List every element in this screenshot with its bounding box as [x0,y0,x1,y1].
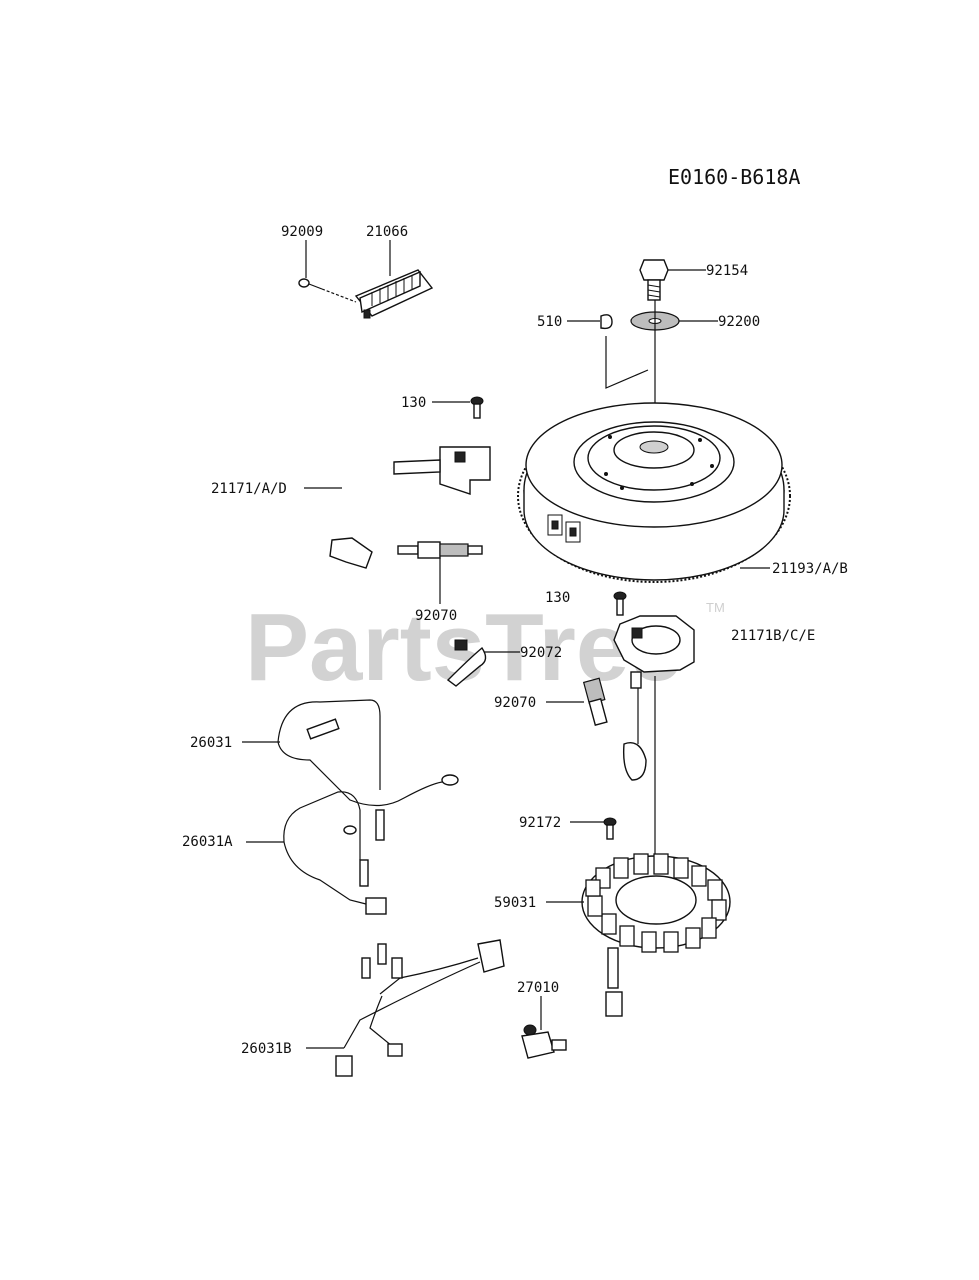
callout-26031b[interactable]: 26031B [241,1041,292,1057]
callout-27010[interactable]: 27010 [517,980,559,996]
pulser-coil-21171bce[interactable] [613,615,695,689]
callout-92070-lower[interactable]: 92070 [494,695,536,711]
callout-130-upper[interactable]: 130 [401,395,426,411]
callout-59031[interactable]: 59031 [494,895,536,911]
callout-21066[interactable]: 21066 [366,224,408,240]
key-510[interactable] [600,314,613,330]
callout-92070-upper[interactable]: 92070 [415,608,457,624]
screw-130-upper[interactable] [470,396,484,419]
callout-92154[interactable]: 92154 [706,263,748,279]
callout-21171bce[interactable]: 21171B/C/E [731,628,815,644]
ignition-coil-21171ad[interactable] [329,446,491,569]
bolt-92154[interactable] [639,259,669,301]
diagram-code: E0160-B618A [668,165,800,189]
screw-130-lower[interactable] [613,591,627,616]
callout-21193ab[interactable]: 21193/A/B [772,561,848,577]
spark-plug-92070-lower[interactable] [582,677,647,781]
stator-59031[interactable] [581,853,731,1017]
callout-92072[interactable]: 92072 [520,645,562,661]
wire-harness-26031a[interactable] [283,791,387,915]
callout-130-lower[interactable]: 130 [545,590,570,606]
callout-92009[interactable]: 92009 [281,224,323,240]
callout-92200[interactable]: 92200 [718,314,760,330]
callout-21171ad[interactable]: 21171/A/D [211,481,287,497]
callout-26031a[interactable]: 26031A [182,834,233,850]
regulator-21066[interactable] [354,269,434,319]
callout-92172[interactable]: 92172 [519,815,561,831]
spark-plug-92070-upper[interactable] [397,541,483,559]
pressure-switch-27010[interactable] [521,1024,567,1059]
screw-92009[interactable] [298,278,357,303]
callout-510[interactable]: 510 [537,314,562,330]
flywheel-21193[interactable] [517,402,791,583]
wire-harness-26031b[interactable] [335,939,505,1077]
wire-harness-26031[interactable] [277,699,459,841]
callout-26031[interactable]: 26031 [190,735,232,751]
clip-92072[interactable] [446,639,487,687]
screw-92172[interactable] [603,817,617,840]
watermark-tm: TM [706,600,725,615]
